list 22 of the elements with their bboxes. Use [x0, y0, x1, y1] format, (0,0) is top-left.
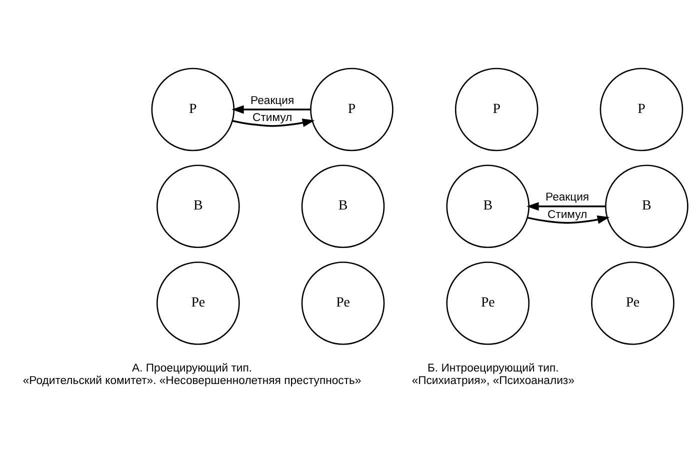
node-circle: В — [156, 164, 240, 248]
edge-label: Стимул — [252, 112, 292, 124]
node-circle: Р — [310, 68, 394, 152]
node-circle: Ре — [156, 262, 240, 345]
node-circle: В — [301, 164, 385, 248]
node-circle: Р — [454, 68, 538, 152]
node-circle: Р — [151, 68, 235, 152]
arrow — [232, 105, 311, 114]
node-circle: Р — [600, 68, 684, 152]
node-circle: Ре — [301, 262, 385, 345]
node-circle: В — [605, 164, 688, 248]
label: Б. Интроецирующий тип. «Психиатрия», «Психоанализ» — [412, 362, 574, 387]
arrow — [527, 215, 610, 224]
arrow — [232, 118, 315, 127]
label: А. Проецирующий тип. «Родительский комитет». «Несовершеннолетняя преступность» — [22, 362, 362, 387]
edge-label: Стимул — [547, 209, 588, 222]
edge-label: Реакция — [250, 94, 294, 107]
edge-label: Реакция — [546, 192, 590, 204]
node-circle: Ре — [591, 262, 674, 345]
node-circle: В — [446, 164, 530, 248]
node-circle: Ре — [446, 262, 530, 345]
arrow — [526, 202, 606, 211]
